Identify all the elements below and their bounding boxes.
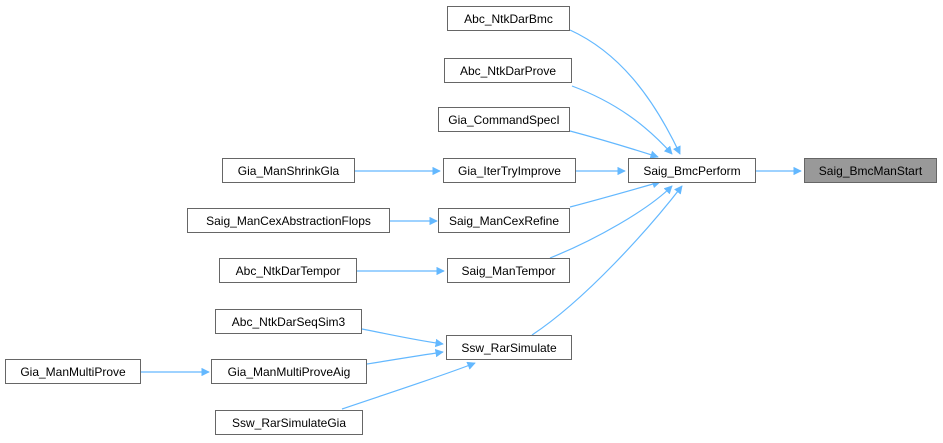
node-saig_mantempor[interactable]: Saig_ManTempor [447, 258, 570, 283]
node-gia_manmultiproveaig[interactable]: Gia_ManMultiProveAig [211, 359, 367, 384]
node-abc_ntkdarprove[interactable]: Abc_NtkDarProve [444, 58, 572, 83]
node-saig_bmcmanstart[interactable]: Saig_BmcManStart [804, 158, 937, 183]
edge-abc_ntkdarseqsim3-ssw_rarsimulate [361, 328, 444, 348]
node-saig_bmcperform[interactable]: Saig_BmcPerform [628, 158, 756, 183]
node-saig_mancexabstractionflops[interactable]: Saig_ManCexAbstractionFlops [187, 208, 390, 233]
node-saig_mancexrefine[interactable]: Saig_ManCexRefine [438, 208, 570, 233]
edge-abc_ntkdarprove-saig_bmcperform [571, 85, 673, 155]
edge-gia_manmultiproveaig-ssw_rarsimulate [366, 348, 444, 365]
edge-abc_ntkdarbmc-saig_bmcperform [569, 29, 681, 155]
edge-gia_commandspeci-saig_bmcperform [569, 130, 659, 159]
node-ssw_rarsimulategia[interactable]: Ssw_RarSimulateGia [215, 410, 363, 435]
edge-saig_mancexrefine-saig_bmcperform [569, 180, 661, 208]
node-abc_ntkdarbmc[interactable]: Abc_NtkDarBmc [447, 6, 570, 31]
node-ssw_rarsimulate[interactable]: Ssw_RarSimulate [446, 335, 572, 360]
node-gia_commandspeci[interactable]: Gia_CommandSpecI [438, 107, 570, 132]
edge-ssw_rarsimulate-saig_bmcperform [531, 185, 683, 336]
node-abc_ntkdarseqsim3[interactable]: Abc_NtkDarSeqSim3 [215, 309, 362, 334]
node-gia_manmultiprove[interactable]: Gia_ManMultiProve [5, 359, 141, 384]
edge-saig_mantempor-saig_bmcperform [549, 185, 673, 259]
node-gia_manshrinkgla[interactable]: Gia_ManShrinkGla [222, 158, 355, 183]
node-gia_itertryimprove[interactable]: Gia_IterTryImprove [443, 158, 576, 183]
edge-ssw_rarsimulategia-ssw_rarsimulate [341, 361, 476, 410]
node-abc_ntkdartempor[interactable]: Abc_NtkDarTempor [219, 258, 357, 283]
